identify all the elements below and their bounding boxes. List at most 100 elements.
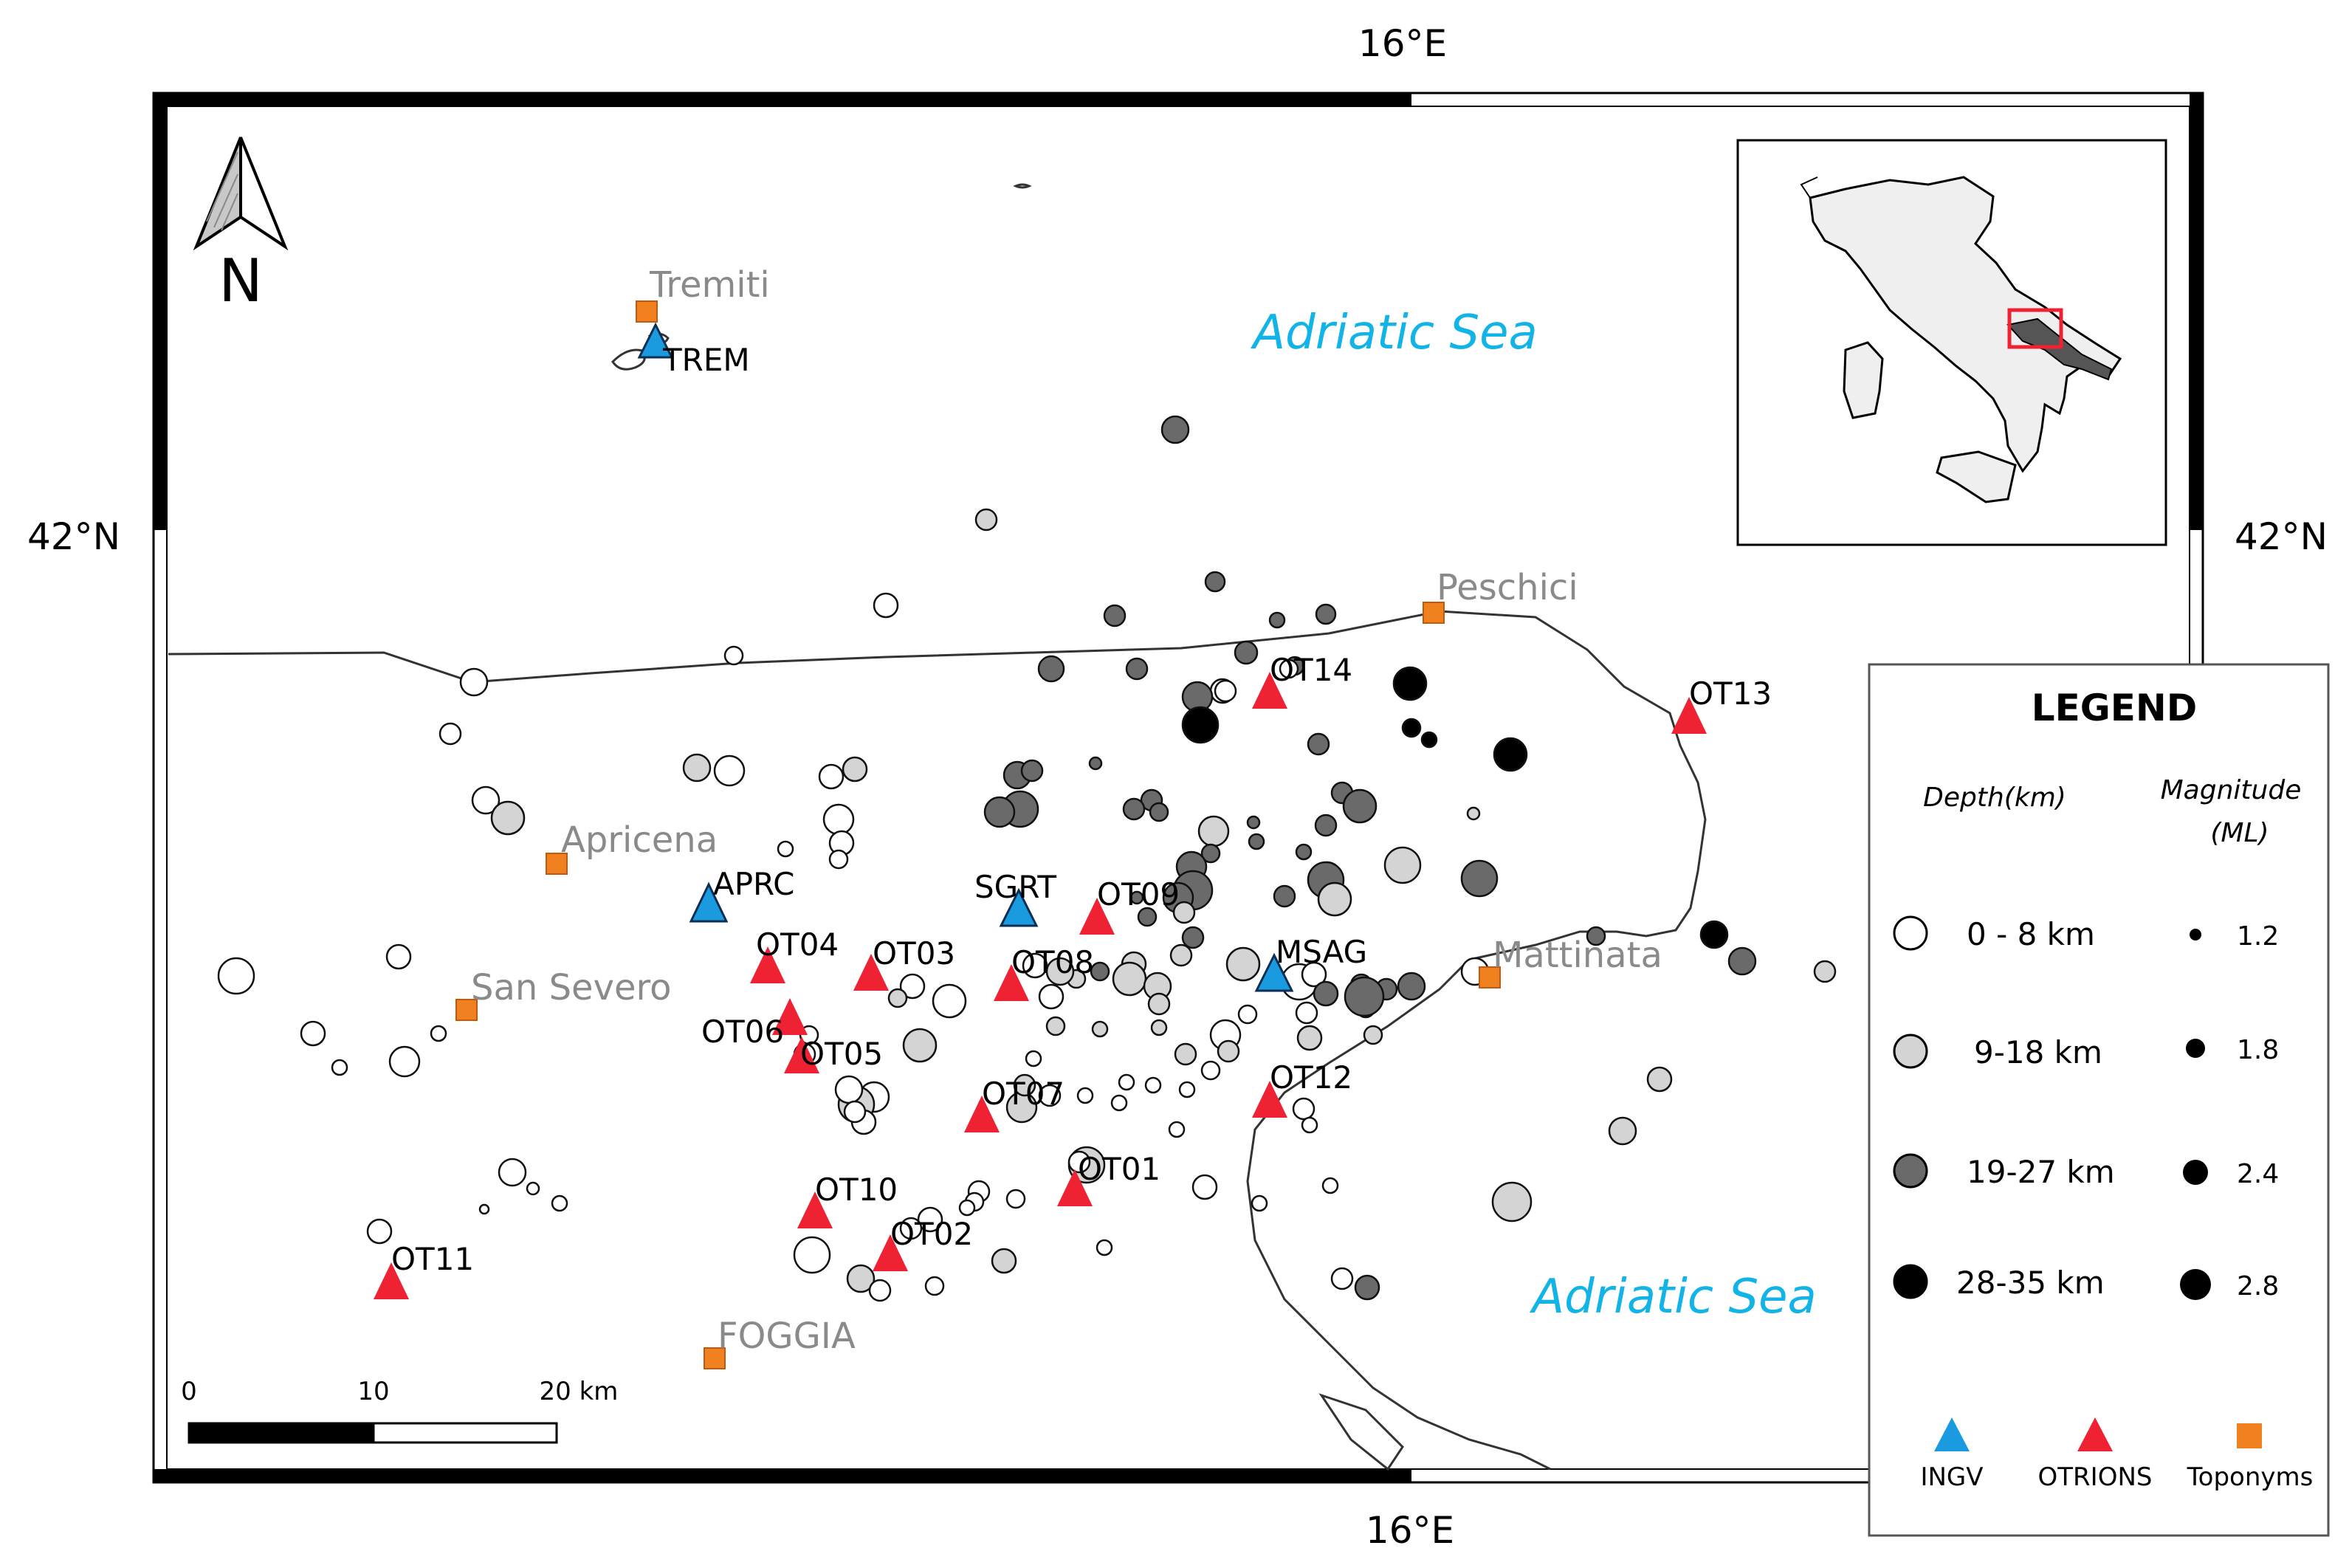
legend-magnitude-row-0: 1.2: [2190, 921, 2279, 952]
earthquake-epicenter: [1301, 961, 1327, 988]
earthquake-epicenter: [974, 508, 998, 532]
station-marker-ot11: [374, 1262, 409, 1299]
earthquake-epicenter: [868, 1279, 892, 1302]
earthquake-epicenter: [1181, 706, 1220, 744]
earthquake-epicenter: [1038, 1084, 1062, 1107]
toponym-marker-tremiti: [636, 300, 658, 323]
earthquake-epicenter: [1045, 1016, 1066, 1036]
earthquake-epicenter: [843, 1100, 867, 1124]
station-marker-ot09: [1079, 898, 1115, 935]
legend-symbol-label: Toponyms: [2187, 1462, 2314, 1492]
legend-depth-label: 19-27 km: [1967, 1154, 2115, 1190]
legend-ingv-icon: [1934, 1417, 1970, 1451]
sea-label-north: Adriatic Sea: [1250, 306, 1537, 360]
earthquake-epicenter: [822, 803, 855, 836]
earthquake-epicenter: [1112, 961, 1147, 997]
earthquake-epicenter: [1401, 718, 1422, 738]
earthquake-epicenter: [1204, 571, 1226, 593]
legend-depth-label: 28-35 km: [1956, 1265, 2105, 1301]
lon-label-top: 16°E: [1358, 22, 1447, 65]
sardinia-shape: [1843, 341, 1884, 419]
legend-depth-swatch: [1893, 915, 1928, 951]
legend-depth-label: 9-18 km: [1974, 1034, 2102, 1070]
earthquake-epicenter: [1344, 976, 1385, 1017]
station-label-ot02: OT02: [890, 1216, 973, 1252]
legend-depth-row-2: 19-27 km: [1893, 1153, 2115, 1190]
scale-bar: [188, 1422, 558, 1444]
earthquake-epicenter: [1397, 972, 1426, 1001]
legend-otrions-icon: [2077, 1417, 2113, 1451]
earthquake-epicenter: [917, 1206, 943, 1233]
toponym-label-mattinata: Mattinata: [1493, 935, 1662, 976]
earthquake-epicenter: [1317, 881, 1352, 917]
station-label-ot01: OT01: [1078, 1151, 1160, 1187]
legend-magnitude-swatch: [2180, 1269, 2211, 1300]
north-arrow-icon: [193, 137, 289, 251]
station-label-ot12: OT12: [1270, 1059, 1352, 1096]
earthquake-epicenter: [1169, 943, 1193, 967]
earthquake-epicenter: [1217, 1039, 1240, 1063]
earthquake-epicenter: [1122, 797, 1146, 821]
earthquake-epicenter: [217, 957, 255, 995]
earthquake-epicenter: [1020, 759, 1044, 783]
earthquake-epicenter: [1150, 1019, 1168, 1036]
earthquake-epicenter: [471, 785, 501, 815]
earthquake-epicenter: [1460, 859, 1499, 898]
station-label-ot11: OT11: [391, 1241, 474, 1277]
legend-magnitude-label: 1.2: [2237, 921, 2279, 952]
earthquake-epicenter: [1234, 640, 1259, 665]
legend-magnitude-unit: (ML): [2210, 818, 2269, 848]
legend-depth-swatch: [1893, 1034, 1928, 1069]
earthquake-epicenter: [834, 1075, 864, 1104]
legend-magnitude-label: 1.8: [2237, 1035, 2279, 1065]
station-label-ot10: OT10: [815, 1172, 898, 1208]
earthquake-epicenter: [1090, 961, 1110, 982]
earthquake-epicenter: [818, 763, 845, 790]
earthquake-epicenter: [1307, 732, 1330, 756]
earthquake-epicenter: [1091, 1020, 1109, 1038]
earthquake-epicenter: [1200, 843, 1221, 864]
earthquake-epicenter: [1037, 655, 1065, 683]
earthquake-epicenter: [1586, 926, 1606, 946]
earthquake-epicenter: [1172, 901, 1196, 924]
earthquake-epicenter: [1491, 1181, 1533, 1223]
earthquake-epicenter: [1045, 957, 1075, 986]
scale-label-10: 10: [357, 1377, 389, 1406]
earthquake-epicenter: [1363, 1025, 1383, 1045]
station-marker-aprc: [689, 881, 729, 923]
earthquake-epicenter: [459, 667, 489, 697]
scale-label-0: 0: [181, 1377, 197, 1406]
station-marker-sgrt: [999, 887, 1039, 927]
legend-depth-header: Depth(km): [1923, 783, 2066, 813]
earthquake-epicenter: [1251, 1194, 1268, 1212]
legend-magnitude-row-1: 1.8: [2186, 1035, 2279, 1065]
station-label-ot08: OT08: [1011, 944, 1094, 980]
legend-title: LEGEND: [2032, 687, 2198, 729]
earthquake-epicenter: [1321, 1177, 1339, 1194]
earthquake-epicenter: [1301, 1116, 1318, 1134]
earthquake-epicenter: [1295, 1001, 1318, 1025]
earthquake-epicenter: [430, 1025, 447, 1042]
earthquake-epicenter: [899, 1217, 923, 1240]
earthquake-epicenter: [1292, 1097, 1315, 1121]
earthquake-epicenter: [1005, 1189, 1026, 1209]
earthquake-epicenter: [682, 753, 712, 783]
earthquake-epicenter: [1022, 952, 1048, 979]
earthquake-epicenter: [1279, 659, 1299, 679]
earthquake-epicenter: [1295, 843, 1313, 861]
toponym-label-tremiti: Tremiti: [649, 264, 770, 306]
earthquake-epicenter: [1144, 1076, 1162, 1094]
italy-mainland-shape: [1809, 176, 2122, 473]
earthquake-epicenter: [713, 754, 746, 787]
earthquake-epicenter: [1315, 603, 1337, 625]
toponym-marker-foggia: [704, 1347, 726, 1369]
legend-depth-row-0: 0 - 8 km: [1893, 915, 2095, 952]
earthquake-epicenter: [1160, 415, 1190, 444]
earthquake-epicenter: [1313, 980, 1339, 1007]
earthquake-epicenter: [1268, 611, 1286, 629]
earthquake-epicenter: [887, 988, 908, 1008]
lon-label-bottom: 16°E: [1366, 1509, 1454, 1552]
earthquake-epicenter: [1699, 920, 1729, 949]
earthquake-epicenter: [1273, 884, 1296, 908]
